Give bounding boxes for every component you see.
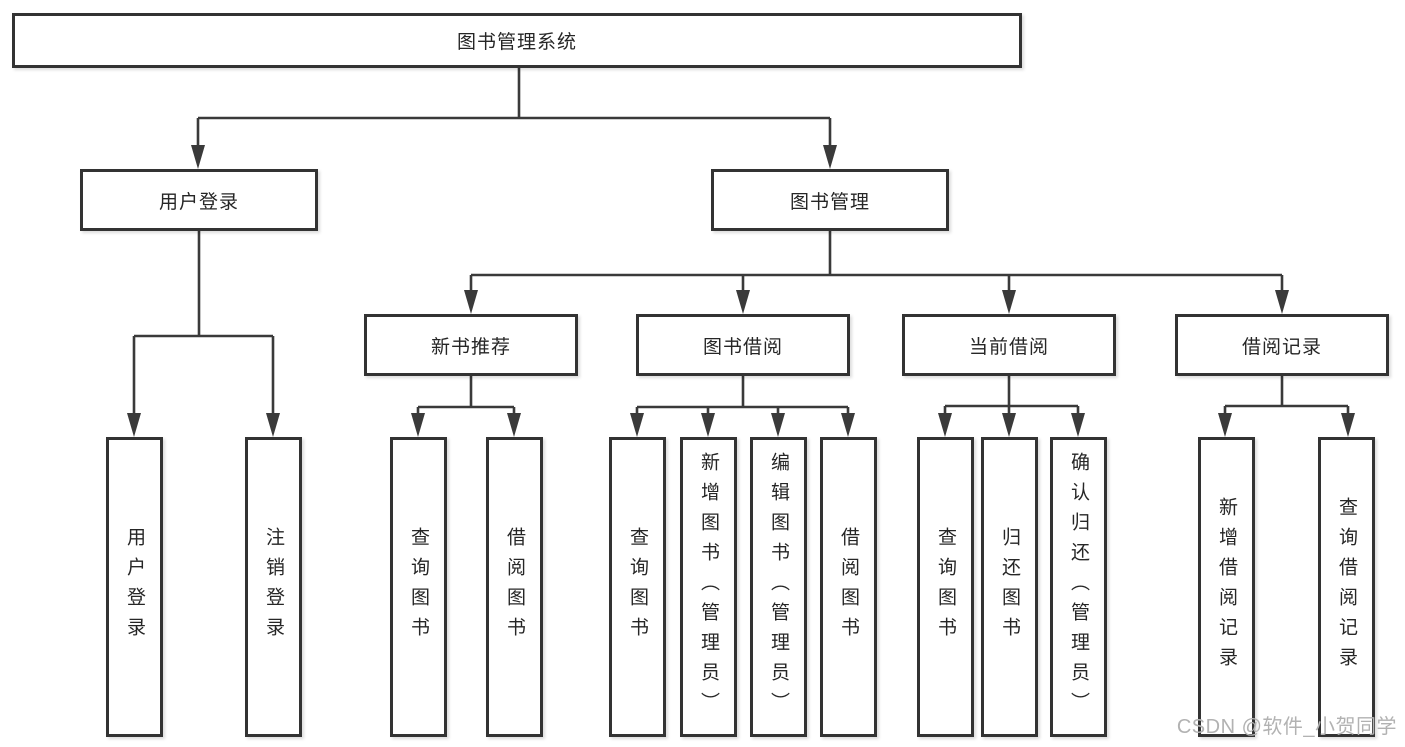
node-borrow-records: 借阅记录	[1175, 314, 1389, 376]
node-root-label: 图书管理系统	[456, 32, 577, 53]
level1-connector	[196, 66, 832, 147]
node-user-login-label: 用户登录	[158, 191, 239, 213]
node-new-book-recommend-label: 新书推荐	[430, 336, 511, 358]
leaf-newbook-borrow-books: 借阅图书	[486, 437, 543, 737]
node-borrow-records-label: 借阅记录	[1241, 336, 1322, 358]
borrow-record-connector	[1223, 376, 1350, 414]
leaf-borrow-borrow-books: 借阅图书	[820, 437, 877, 737]
leaf-current-query-books: 查询图书	[917, 437, 974, 737]
leaf-current-confirm-return-admin: 确认归还（管理员）	[1050, 437, 1107, 737]
arrowheads	[127, 145, 1355, 437]
book-borrow-connector	[635, 376, 850, 414]
node-book-management: 图书管理	[711, 169, 949, 231]
leaf-borrow-query-books: 查询图书	[609, 437, 666, 737]
leaf-user-login: 用户登录	[106, 437, 163, 737]
node-user-login: 用户登录	[80, 169, 318, 231]
leaf-borrow-add-books-admin: 新增图书（管理员）	[680, 437, 737, 737]
node-book-borrow-label: 图书借阅	[702, 336, 783, 358]
book-management-connector	[469, 231, 1284, 291]
leaf-borrow-edit-books-admin: 编辑图书（管理员）	[750, 437, 807, 737]
node-current-borrow-label: 当前借阅	[968, 336, 1049, 358]
new-book-connector	[416, 376, 516, 414]
leaf-current-return-books: 归还图书	[981, 437, 1038, 737]
watermark: CSDN @软件_小贺同学	[1176, 716, 1397, 738]
node-book-borrow: 图书借阅	[636, 314, 850, 376]
leaf-record-query-record: 查询借阅记录	[1318, 437, 1375, 737]
user-login-connector	[132, 231, 275, 414]
node-root-system: 图书管理系统	[12, 13, 1022, 68]
leaf-record-add-record: 新增借阅记录	[1198, 437, 1255, 737]
node-new-book-recommend: 新书推荐	[364, 314, 578, 376]
leaf-logout: 注销登录	[245, 437, 302, 737]
node-current-borrow: 当前借阅	[902, 314, 1116, 376]
current-borrow-connector	[943, 376, 1080, 414]
leaf-newbook-query-books: 查询图书	[390, 437, 447, 737]
node-book-management-label: 图书管理	[789, 191, 870, 213]
